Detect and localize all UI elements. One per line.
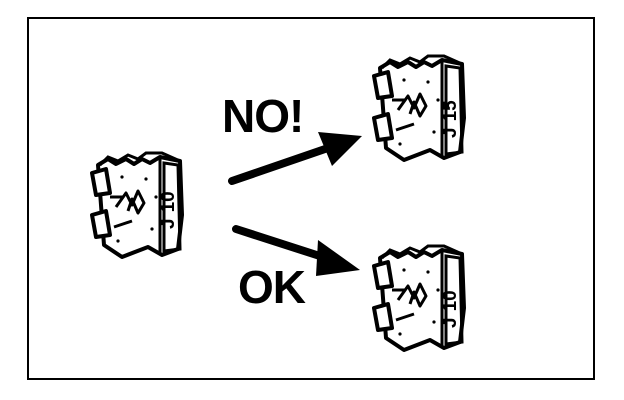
wrong-fuse-icon: J 15	[372, 54, 466, 162]
wrong-fuse-rating: 15	[440, 100, 461, 122]
svg-text:J10: J 10	[158, 191, 179, 229]
arrow-to-correct-fuse-icon	[232, 225, 360, 276]
svg-text:J15: J 15	[440, 100, 461, 138]
no-label: NO!	[222, 90, 304, 142]
correct-fuse-rating: 10	[440, 290, 461, 311]
svg-text:J10: J 10	[440, 290, 461, 328]
ok-label: OK	[238, 261, 306, 313]
source-fuse-rating: 10	[158, 191, 179, 212]
source-fuse-icon: J 10	[90, 151, 184, 259]
wrong-fuse-mark: J	[440, 127, 461, 138]
correct-fuse-icon: J 10	[372, 244, 466, 352]
arrow-to-wrong-fuse-icon	[228, 132, 362, 185]
source-fuse-mark: J	[158, 218, 179, 229]
diagram-frame	[27, 17, 595, 380]
correct-fuse-mark: J	[440, 317, 461, 328]
